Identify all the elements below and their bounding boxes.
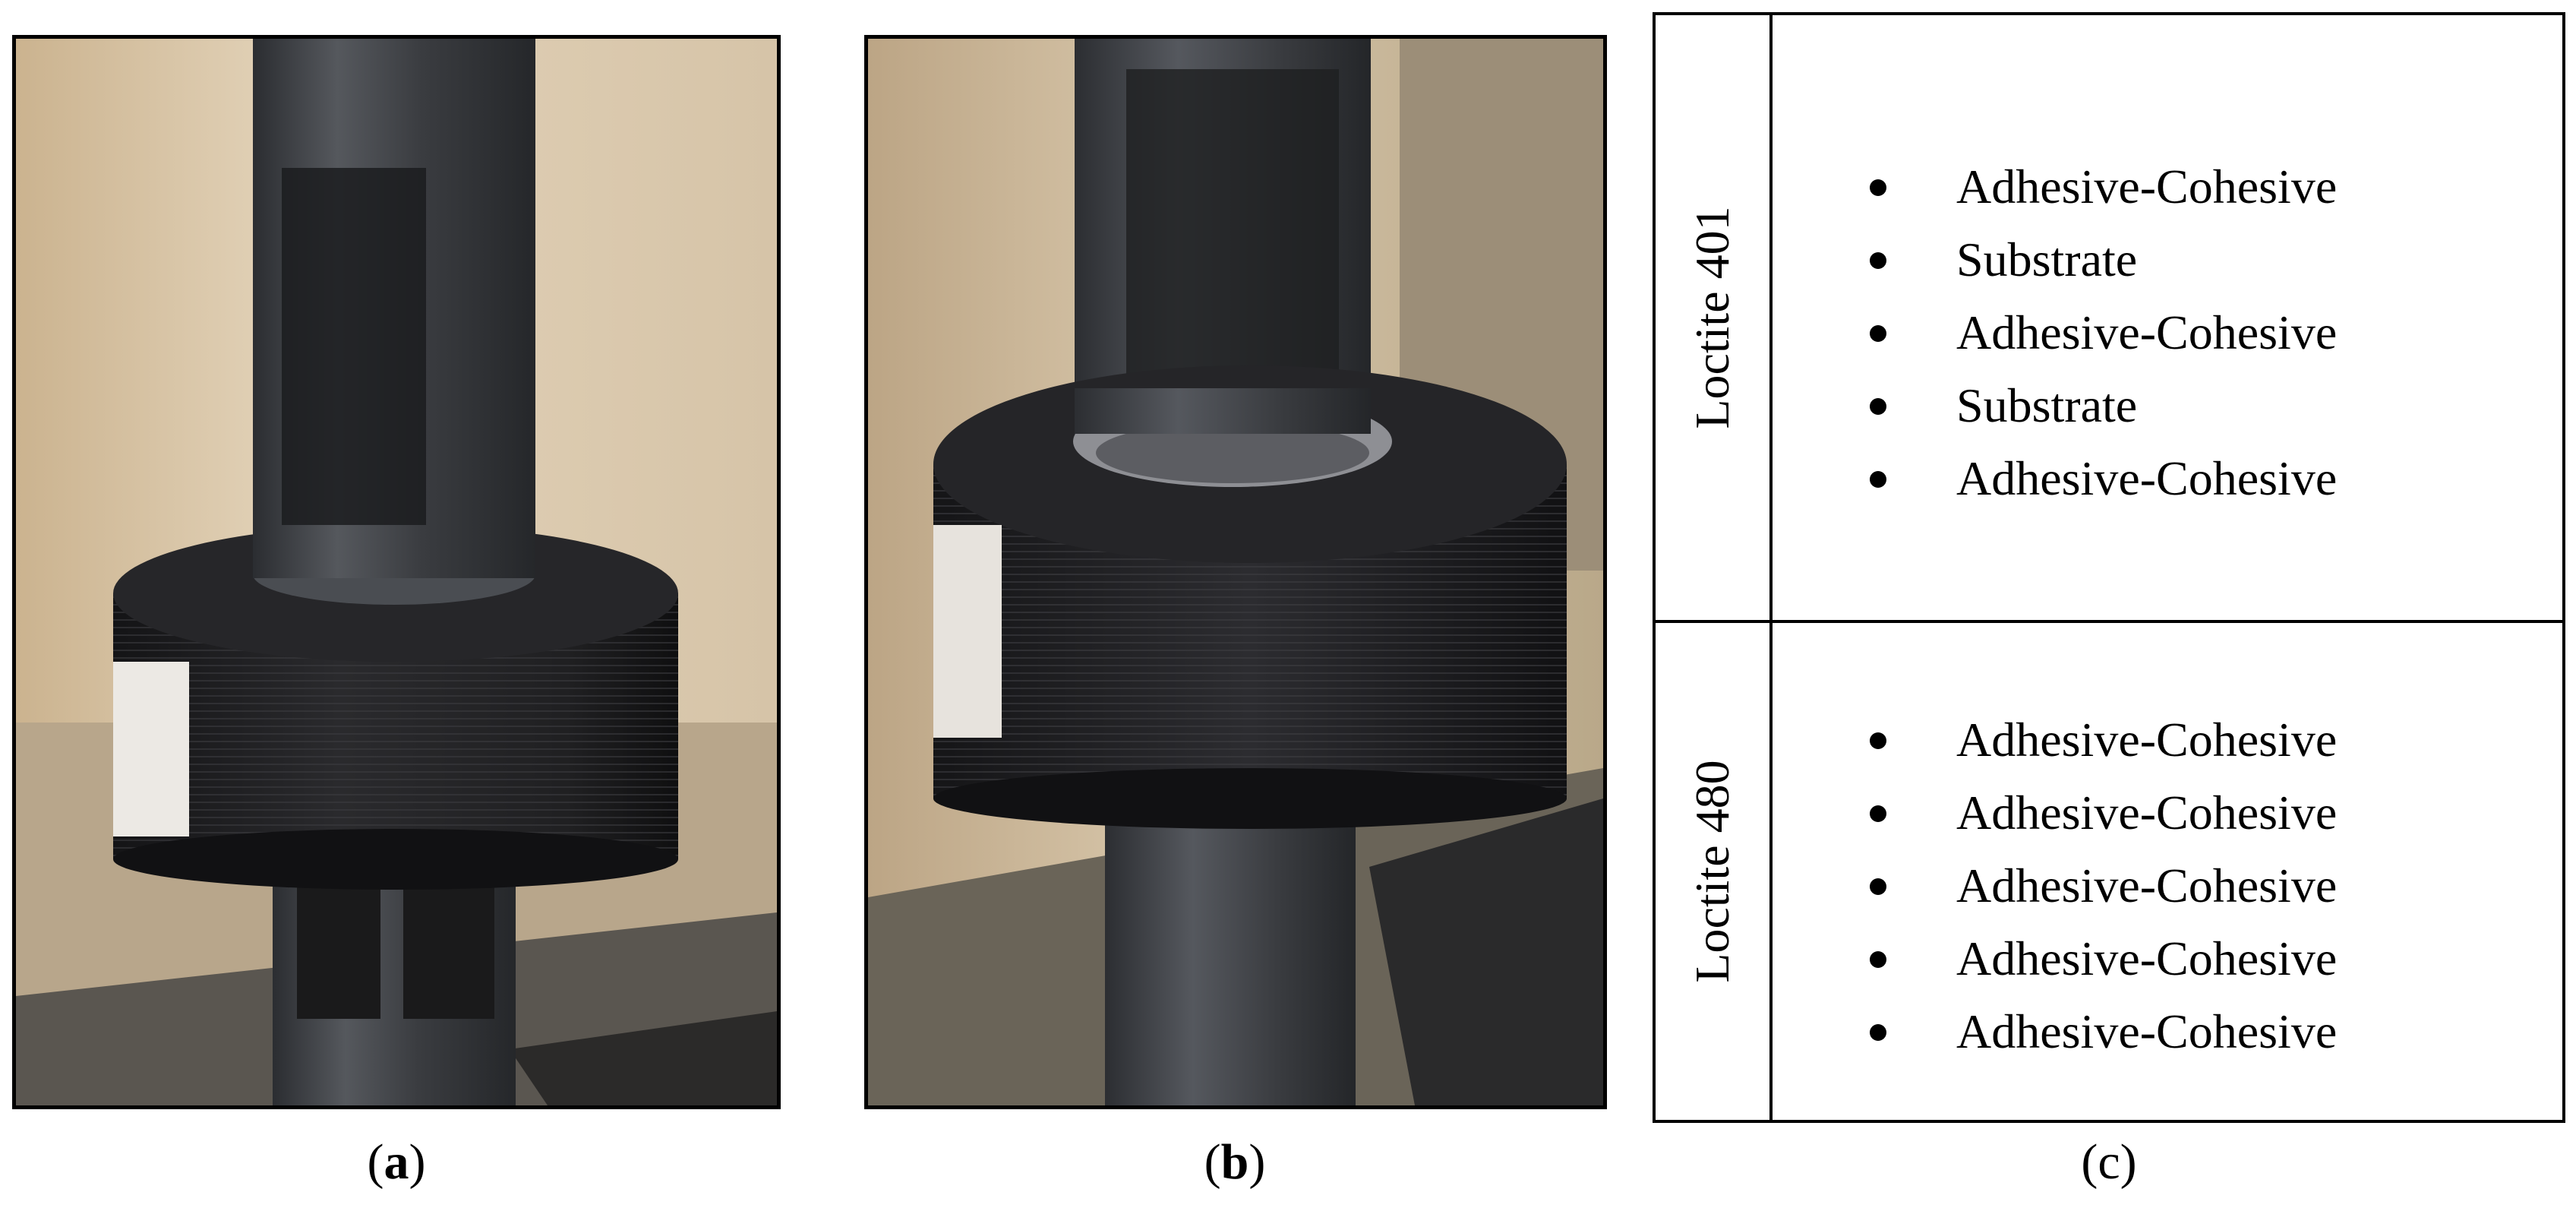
adhesive-label: Loctite 401 bbox=[1685, 206, 1739, 429]
photo-panel-b bbox=[864, 35, 1607, 1109]
adhesive-residue bbox=[1096, 422, 1369, 483]
bullet-icon bbox=[1870, 179, 1886, 196]
bullet-icon bbox=[1870, 951, 1886, 968]
failure-mode-text: Substrate bbox=[1956, 232, 2138, 286]
failure-mode-text: Adhesive-Cohesive bbox=[1956, 859, 2338, 912]
failure-mode-table: Loctite 401 Adhesive-Cohesive Substrate … bbox=[1653, 12, 2565, 1123]
bullet-icon bbox=[1870, 732, 1886, 749]
fixture-grip bbox=[510, 1011, 777, 1105]
bullet-icon bbox=[1870, 805, 1886, 822]
caption-letter: a bbox=[384, 1134, 409, 1190]
bullet-icon bbox=[1870, 878, 1886, 895]
photo-panel-a bbox=[12, 35, 781, 1109]
bullet-icon bbox=[1870, 252, 1886, 269]
failure-mode-text: Adhesive-Cohesive bbox=[1956, 931, 2338, 985]
caption-c: (c) bbox=[2033, 1135, 2185, 1190]
failure-mode-text: Adhesive-Cohesive bbox=[1956, 305, 2338, 359]
caption-close-paren: ) bbox=[2120, 1134, 2137, 1190]
table-row: Loctite 480 Adhesive-Cohesive Adhesive-C… bbox=[1656, 623, 2562, 1120]
caption-open-paren: ( bbox=[1204, 1134, 1221, 1190]
failure-mode-text: Adhesive-Cohesive bbox=[1956, 451, 2338, 505]
caption-letter: b bbox=[1220, 1134, 1249, 1190]
rod-tape bbox=[282, 168, 426, 593]
caption-b: (b) bbox=[1159, 1135, 1311, 1190]
failure-mode-text: Adhesive-Cohesive bbox=[1956, 786, 2338, 840]
fixture-grip bbox=[1369, 798, 1603, 1105]
specimen-label bbox=[113, 662, 189, 836]
adhesive-label-cell: Loctite 401 bbox=[1656, 15, 1773, 620]
specimen-photo-b bbox=[868, 39, 1603, 1105]
failure-mode-text: Adhesive-Cohesive bbox=[1956, 1004, 2338, 1058]
ring-bottom-edge bbox=[933, 768, 1567, 829]
failure-mode-text: Substrate bbox=[1956, 378, 2138, 432]
adhesive-label: Loctite 480 bbox=[1685, 760, 1739, 983]
specimen-label bbox=[933, 525, 1002, 738]
rod-through-ring bbox=[1075, 388, 1371, 434]
rod-through-ring bbox=[253, 525, 535, 578]
caption-a: (a) bbox=[320, 1135, 472, 1190]
caption-letter: c bbox=[2098, 1134, 2120, 1190]
failure-mode-cell: Adhesive-Cohesive Adhesive-Cohesive Adhe… bbox=[1773, 623, 2562, 1120]
table-row: Loctite 401 Adhesive-Cohesive Substrate … bbox=[1656, 15, 2562, 623]
failure-mode-cell: Adhesive-Cohesive Substrate Adhesive-Coh… bbox=[1773, 15, 2562, 620]
rod-lower bbox=[1105, 798, 1356, 1105]
adhesive-label-cell: Loctite 480 bbox=[1656, 623, 1773, 1120]
caption-close-paren: ) bbox=[1249, 1134, 1266, 1190]
caption-open-paren: ( bbox=[367, 1134, 384, 1190]
bullet-icon bbox=[1870, 1024, 1886, 1041]
specimen-photo-a bbox=[16, 39, 777, 1105]
bullet-icon bbox=[1870, 471, 1886, 488]
failure-mode-text: Adhesive-Cohesive bbox=[1956, 713, 2338, 767]
bullet-icon bbox=[1870, 325, 1886, 342]
bullet-icon bbox=[1870, 398, 1886, 415]
caption-close-paren: ) bbox=[409, 1134, 426, 1190]
failure-mode-text: Adhesive-Cohesive bbox=[1956, 160, 2338, 213]
caption-open-paren: ( bbox=[2081, 1134, 2098, 1190]
ring-bottom-edge bbox=[113, 829, 678, 890]
